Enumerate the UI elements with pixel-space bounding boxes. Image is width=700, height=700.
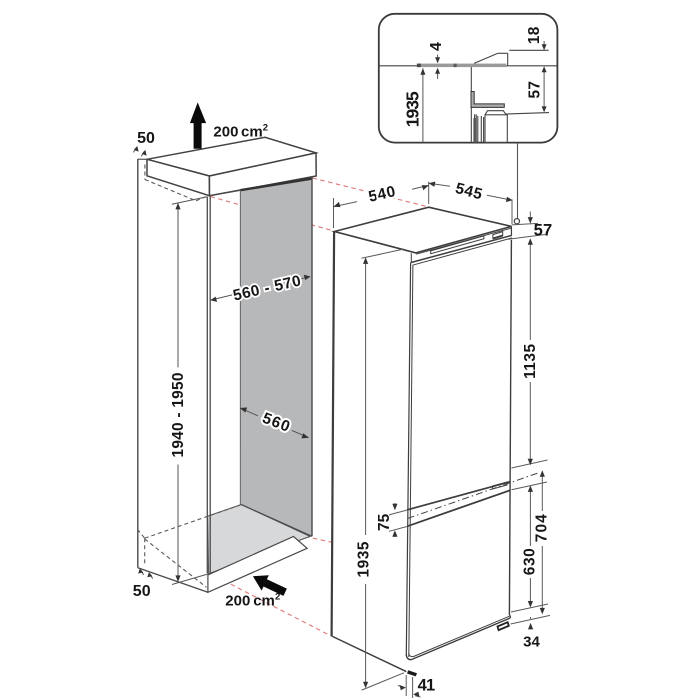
svg-text:1940 - 1950: 1940 - 1950	[170, 373, 187, 458]
svg-text:50: 50	[137, 130, 155, 147]
svg-text:1135: 1135	[522, 344, 539, 379]
svg-text:630: 630	[522, 548, 539, 575]
svg-text:50: 50	[133, 583, 151, 600]
svg-text:200: 200	[213, 124, 238, 141]
svg-text:1935: 1935	[356, 541, 373, 577]
svg-text:41: 41	[418, 676, 436, 694]
svg-text:1935: 1935	[402, 91, 422, 127]
svg-text:545: 545	[453, 180, 484, 204]
svg-text:200: 200	[225, 593, 250, 610]
svg-text:2: 2	[263, 123, 268, 134]
svg-text:75: 75	[376, 513, 393, 531]
svg-text:704: 704	[534, 514, 551, 542]
svg-text:4: 4	[428, 42, 445, 51]
svg-text:57: 57	[527, 81, 544, 99]
svg-text:57: 57	[534, 222, 553, 240]
svg-text:cm: cm	[253, 593, 275, 610]
svg-text:cm: cm	[241, 124, 263, 141]
svg-text:2: 2	[275, 592, 280, 603]
svg-text:18: 18	[526, 26, 543, 44]
svg-text:540: 540	[367, 183, 397, 206]
svg-text:34: 34	[523, 634, 540, 651]
